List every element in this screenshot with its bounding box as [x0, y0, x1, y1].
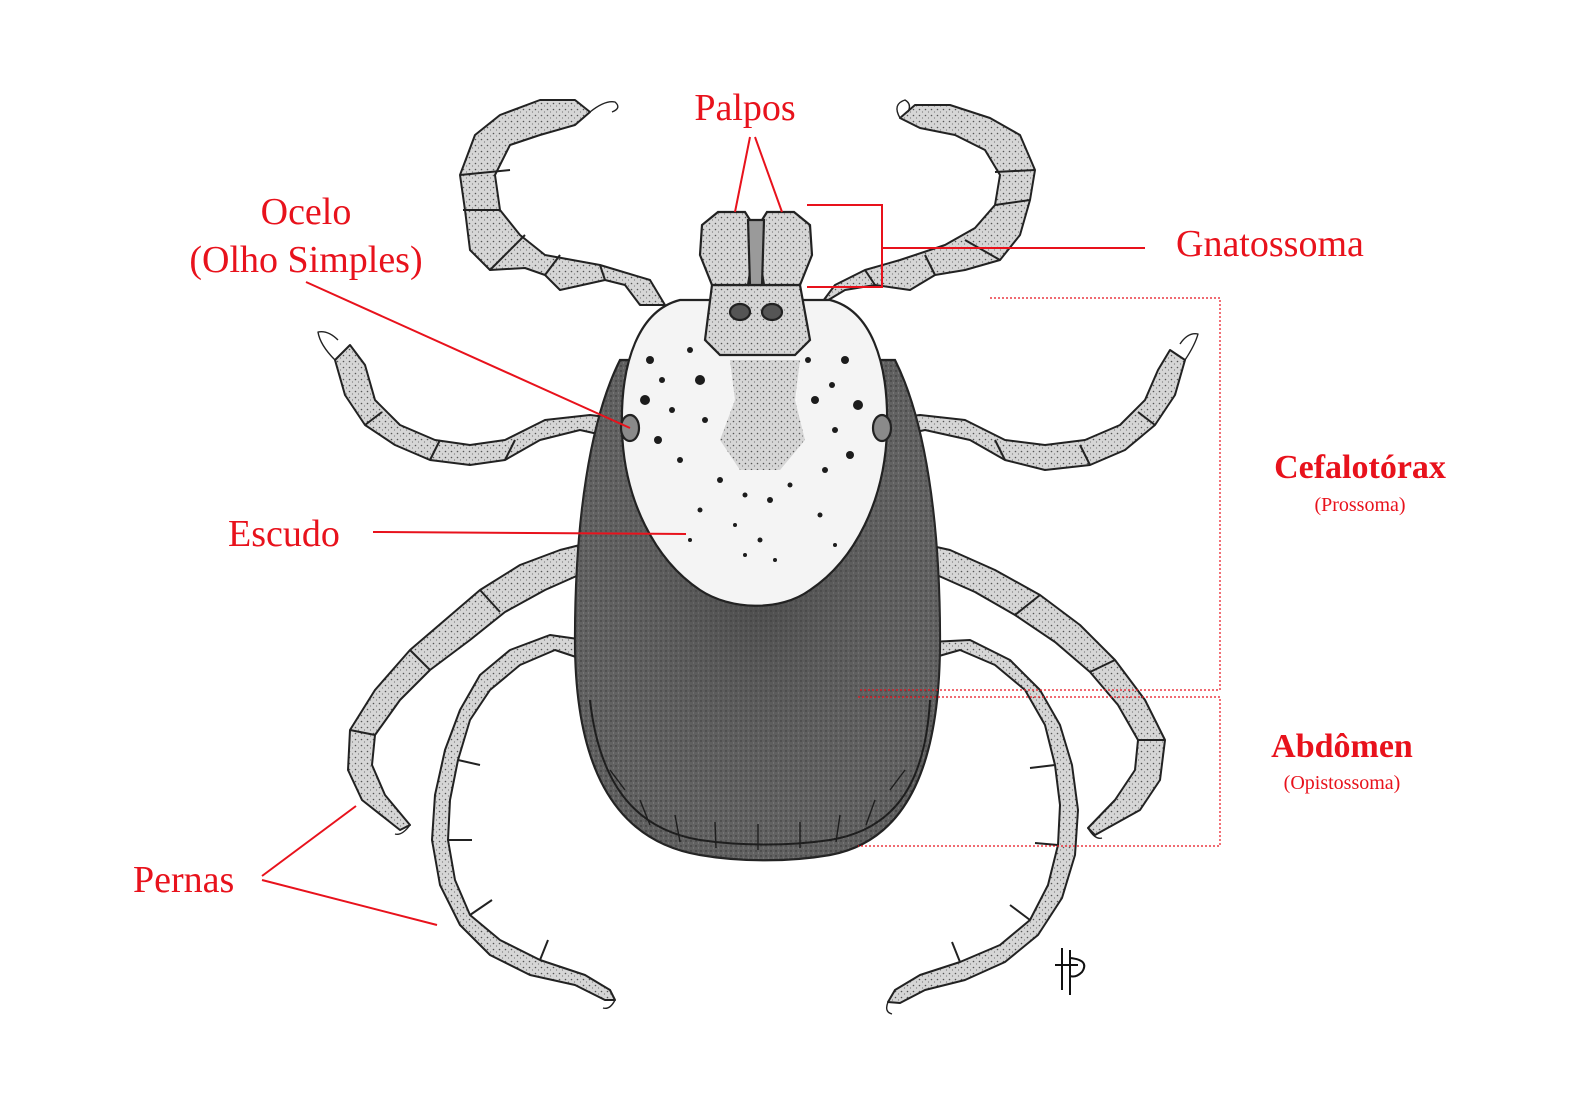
pernas-leader-lower: [261, 879, 438, 926]
leg-1-left: [459, 99, 666, 306]
label-pernas: Pernas: [133, 859, 235, 901]
abdomen-bracket: [858, 696, 1221, 847]
ocellus-right: [871, 413, 893, 443]
gnatossoma-bracket: [807, 204, 883, 288]
label-ocelo: Ocelo: [260, 191, 352, 233]
label-escudo: Escudo: [228, 513, 340, 555]
palpos-leader-left: [734, 136, 751, 213]
label-abdomen: Abdômen: [1271, 728, 1413, 765]
ocelo-leader: [305, 281, 631, 429]
label-ocelo-subtitle: (Olho Simples): [189, 239, 423, 281]
leg-2-right: [879, 349, 1186, 471]
leg-claws: [317, 99, 1199, 1015]
label-cefalotorax-subtitle: (Prossoma): [1314, 494, 1406, 516]
label-gnatossoma: Gnatossoma: [1176, 223, 1364, 265]
scutum-center: [720, 360, 805, 470]
label-abdomen-subtitle: (Opistossoma): [1283, 772, 1401, 794]
festoons: [609, 769, 906, 850]
pernas-leader-upper: [261, 805, 357, 877]
region-brackets: [858, 297, 1221, 847]
basis-capituli: [703, 283, 812, 357]
leg-2-left: [334, 344, 631, 466]
festoon-rim: [589, 699, 931, 846]
annotation-lines: [261, 136, 1145, 926]
artist-monogram: [1055, 948, 1086, 995]
hypostome: [746, 218, 766, 287]
leg-4-right: [887, 639, 1079, 1004]
palp-left: [698, 210, 757, 287]
palpos-leader-right: [754, 136, 783, 213]
label-cefalotorax: Cefalotórax: [1274, 449, 1446, 486]
cefalotorax-bracket: [858, 297, 1221, 691]
tick-body: [573, 210, 942, 862]
leg-4-left: [431, 634, 616, 1001]
label-palpos: Palpos: [694, 87, 796, 129]
leg-1-right: [819, 104, 1036, 306]
palp-right: [755, 210, 814, 287]
escudo-leader: [372, 531, 687, 535]
